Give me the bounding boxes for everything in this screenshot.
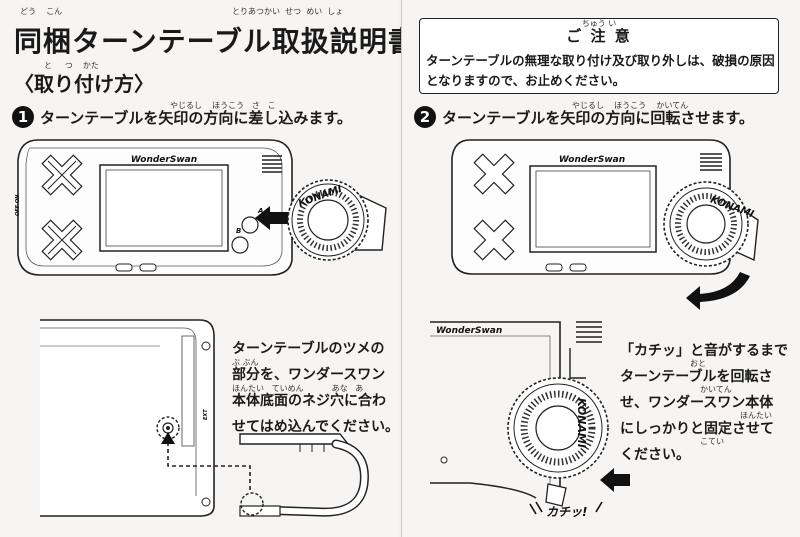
- step2-detail-brand: WonderSwan: [436, 326, 502, 336]
- step1-heading: 1 ターンテーブルを矢印の方向に差し込みます。: [12, 106, 352, 128]
- ext-label: EXT: [203, 409, 209, 420]
- push-arrow-icon: [600, 468, 630, 492]
- step2-instruction-ruby-4: こてい: [700, 437, 724, 446]
- step1-text: ターンテーブルを矢印の方向に差し込みます。: [40, 108, 352, 127]
- rotate-arrow-icon: [686, 272, 750, 310]
- dpad-lower: [41, 219, 83, 261]
- instruction-ruby-1: ぶ ぶん: [232, 358, 259, 367]
- speaker-grille: [262, 155, 282, 173]
- subtitle-ruby: と つ かた: [44, 61, 99, 70]
- turntable-step2: KONAMI: [663, 181, 759, 267]
- step1-illustration: WonderSwan OFF ON A B KONAMI: [15, 139, 387, 276]
- step2-text: ターンテーブルを矢印の方向に回転させます。: [442, 108, 754, 127]
- title-ruby-1: どう こん: [20, 7, 63, 16]
- caution-title: ご 注 意: [566, 27, 632, 45]
- step2-device-brand: WonderSwan: [559, 155, 625, 165]
- step2-instruction-ruby-1: おと: [690, 359, 706, 368]
- caution-title-ruby: ちゅう い: [581, 19, 617, 28]
- instruction-ruby-2: ほんたい ていめん あな あ: [232, 384, 364, 393]
- click-sound-label: カチッ!: [546, 505, 587, 519]
- step1-b-label: B: [236, 227, 241, 235]
- detail-illustration: EXT: [40, 319, 369, 517]
- step1-device-brand: WonderSwan: [131, 155, 197, 165]
- turntable-brand-3: KONAMI: [575, 398, 588, 448]
- title-ruby-2: とりあつかい せつ めい しょ: [232, 7, 344, 16]
- step2-detail-illustration: WonderSwan KONAMI カチッ!: [430, 321, 630, 519]
- subtitle: 〈取り付け方〉: [14, 72, 154, 96]
- turntable-detail: KONAMI: [507, 377, 609, 507]
- insert-arrow-icon: [255, 206, 290, 230]
- step2-heading: 2 ターンテーブルを矢印の方向に回転させます。: [414, 106, 754, 128]
- step2-instruction-ruby-2: かいてん: [700, 385, 732, 394]
- step1-ruby: やじるし ほうこう さ こ: [170, 101, 276, 110]
- step2-number: 2: [414, 106, 436, 128]
- left-page: どう こん とりあつかい せつ めい しょ 同梱ターンテーブル取扱説明書 と つ…: [0, 0, 416, 537]
- dpad-upper: [41, 154, 83, 196]
- step2-instruction-ruby-3: ほんたい: [740, 411, 772, 420]
- instruction-text: ターンテーブルのツメの 部分を、ワンダースワン 本体底面のネジ穴に合わ せてはめ…: [232, 341, 400, 435]
- step2-illustration: WonderSwan KONAMI: [451, 139, 759, 310]
- caution-box: ちゅう い ご 注 意 ターンテーブルの無理な取り付け及び取り外しは、破損の原因…: [419, 18, 779, 94]
- turntable-step1: KONAMI: [287, 179, 387, 261]
- step2-ruby: やじるし ほうこう かいてん: [572, 101, 689, 110]
- step1-number: 1: [12, 106, 34, 128]
- caution-text: ターンテーブルの無理な取り付け及び取り外しは、破損の原因 となりますので、お止め…: [426, 53, 775, 88]
- step1-a-label: A: [257, 207, 263, 215]
- page-title: 同梱ターンテーブル取扱説明書: [14, 25, 417, 58]
- step1-offon-label: OFF ON: [15, 194, 21, 216]
- step2-instruction-text: 「カチッ」と音がするまで ターンテーブルを回転さ せ、ワンダースワン本体 にしっ…: [620, 343, 788, 463]
- turntable-clip: [239, 433, 369, 517]
